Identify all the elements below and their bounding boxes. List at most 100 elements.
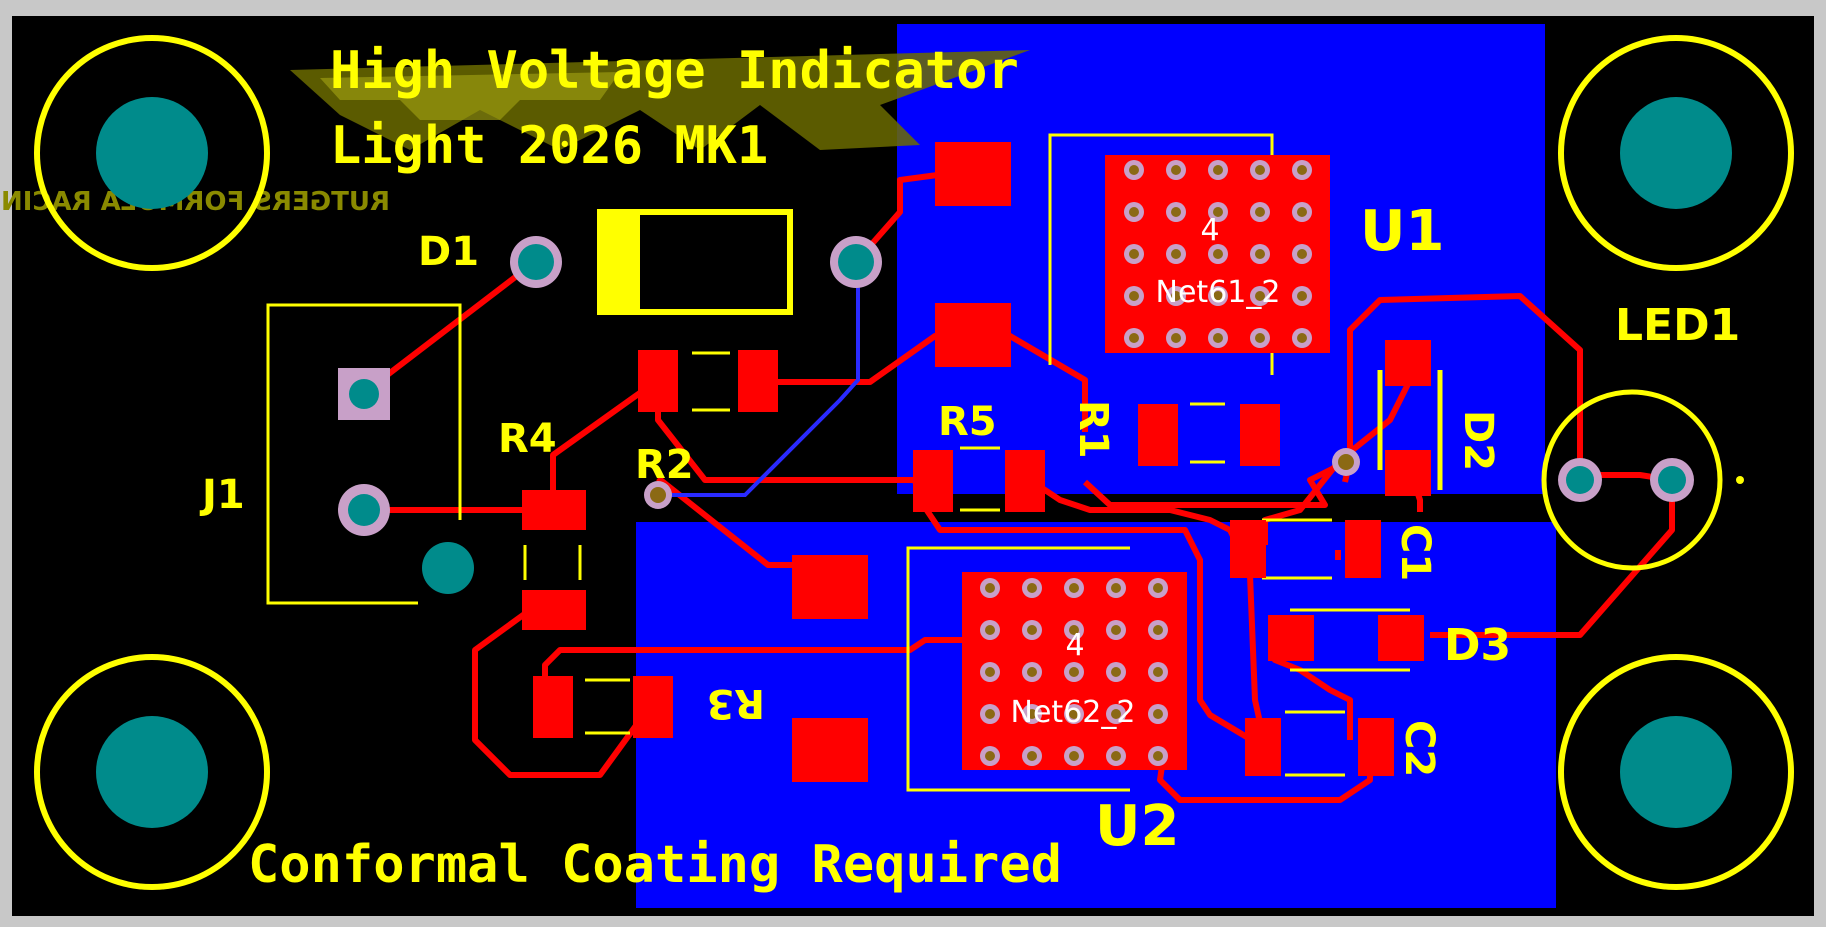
pad-c1-2 (1345, 520, 1381, 578)
via-drill (1297, 291, 1307, 301)
pad-r4b-2 (738, 350, 778, 412)
via-drill (1255, 165, 1265, 175)
label-led1: LED1 (1615, 300, 1740, 351)
via-drill (1213, 249, 1223, 259)
j1-mount-hole (422, 542, 474, 594)
via-drill (1129, 333, 1139, 343)
pad-r1-1 (1138, 404, 1178, 466)
label-d3: D3 (1444, 620, 1511, 671)
pad-r5-1 (913, 450, 953, 512)
pad-c1-1 (1230, 520, 1266, 578)
pad-r5-2 (1005, 450, 1045, 512)
pad-u1-1 (935, 142, 1011, 206)
footer-note: Conformal Coating Required (248, 835, 1062, 895)
d1-cathode-band (600, 212, 640, 312)
via-drill (985, 625, 995, 635)
via-drill (1297, 165, 1307, 175)
via-drill (1213, 333, 1223, 343)
via-drill (1255, 207, 1265, 217)
via-drill (1213, 165, 1223, 175)
via-drill (1297, 333, 1307, 343)
via-drill (1111, 751, 1121, 761)
via-grid-u2 (980, 578, 1168, 766)
via-drill (1027, 709, 1037, 719)
label-u2: U2 (1095, 794, 1179, 859)
pad-d3-2 (1378, 615, 1424, 661)
via-drill (1069, 751, 1079, 761)
bottom-trace-layer[interactable] (660, 262, 860, 497)
pad-c2-2 (1358, 718, 1394, 776)
label-c2: C2 (1396, 720, 1442, 777)
via-drill (1111, 625, 1121, 635)
logo-text: RUTGERS FORMULA RACING (0, 187, 390, 217)
via-drill (1069, 583, 1079, 593)
board-title-line1: High Voltage Indicator (330, 41, 1019, 101)
mounting-hole-icon[interactable] (34, 35, 270, 271)
via-drill (985, 667, 995, 677)
u1-pin-number: 4 (1200, 213, 1219, 248)
label-r4: R4 (498, 416, 557, 462)
via-drill (1129, 165, 1139, 175)
label-u1: U1 (1360, 199, 1444, 264)
via-drill (1129, 291, 1139, 301)
pad-u1-2 (935, 303, 1011, 367)
label-r5: R5 (938, 399, 997, 445)
label-r3: R3 (706, 680, 765, 726)
mounting-hole-icon[interactable] (1558, 35, 1794, 271)
pad-r3-2 (633, 676, 673, 738)
trace-layer[interactable] (363, 169, 1675, 803)
mounting-hole-icon[interactable] (34, 654, 270, 890)
via-drill (1213, 291, 1223, 301)
via-drill (1297, 249, 1307, 259)
via-drill (985, 583, 995, 593)
via-drill (1153, 709, 1163, 719)
label-r2: R2 (635, 442, 694, 488)
via-drill (1027, 625, 1037, 635)
pad-u2-2 (792, 718, 868, 782)
mounting-hole-icon[interactable] (1558, 654, 1794, 890)
via-drill (1255, 333, 1265, 343)
board-title-line2: Light 2026 MK1 (330, 116, 768, 176)
label-c1: C1 (1392, 524, 1438, 581)
via-drill (1255, 249, 1265, 259)
through-hole-layer[interactable] (338, 236, 1744, 594)
u2-pin-number: 4 (1065, 628, 1084, 663)
via-drill (1171, 207, 1181, 217)
label-d2: D2 (1455, 410, 1501, 471)
u2-net-name: Net62_2 (1011, 695, 1136, 730)
via-drill (1153, 625, 1163, 635)
via-drill (1027, 583, 1037, 593)
label-r1: R1 (1070, 400, 1116, 459)
via-drill (1129, 207, 1139, 217)
pad-r1-2 (1240, 404, 1280, 466)
u1-net-name: Net61_2 (1156, 275, 1281, 310)
pad-r4-1 (522, 490, 586, 530)
via-drill (1153, 667, 1163, 677)
via-drill (1069, 625, 1079, 635)
via-drill (1027, 751, 1037, 761)
via-drill (985, 709, 995, 719)
label-j1: J1 (199, 472, 245, 518)
via-drill (985, 751, 995, 761)
pad-u2-1 (792, 555, 868, 619)
label-d1: D1 (418, 229, 479, 275)
via-drill (1153, 751, 1163, 761)
led1-polarity-dot (1736, 476, 1744, 484)
via-drill (1111, 667, 1121, 677)
via-grid-u1 (1124, 160, 1312, 348)
via-drill (1027, 667, 1037, 677)
via-drill (1111, 583, 1121, 593)
pad-d2-2 (1385, 450, 1431, 496)
pad-r4-2 (522, 590, 586, 630)
via-drill (1171, 165, 1181, 175)
via-drill (1153, 583, 1163, 593)
pad-d3-1 (1268, 615, 1314, 661)
pad-d2-1 (1385, 340, 1431, 386)
pad-r4b-1 (638, 350, 678, 412)
via-drill (1171, 291, 1181, 301)
via-drill (1171, 249, 1181, 259)
via-drill (1213, 207, 1223, 217)
via-drill (1255, 291, 1265, 301)
via-drill (1129, 249, 1139, 259)
